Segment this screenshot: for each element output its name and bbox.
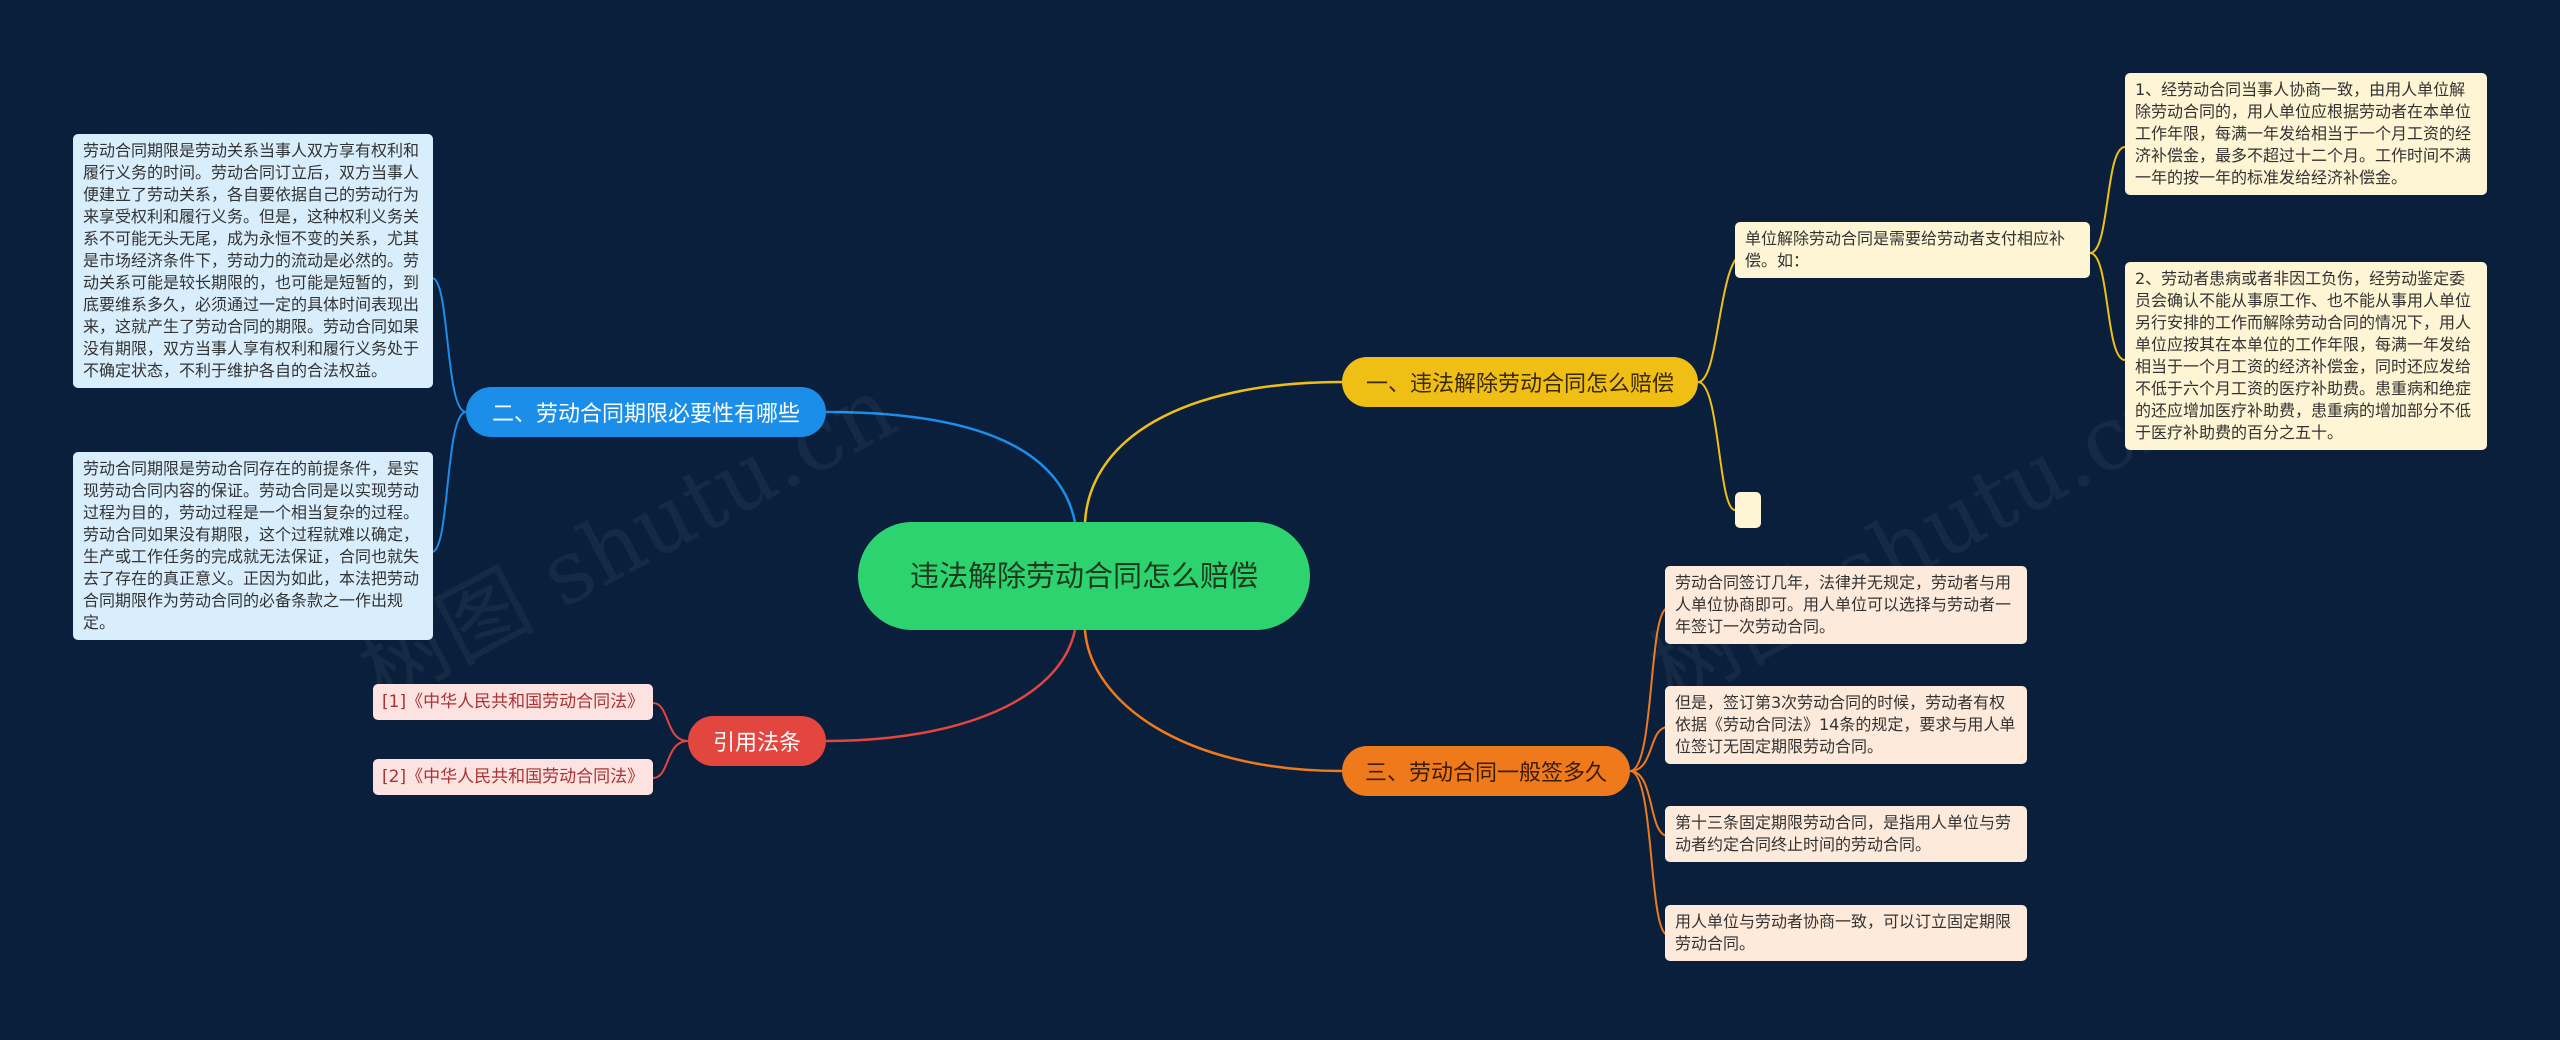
link-b4-leaf2 (652, 740, 689, 779)
leaf-compensation-1[interactable]: 1、经劳动合同当事人协商一致，由用人单位解除劳动合同的，用人单位应根据劳动者在本… (2125, 73, 2487, 195)
link-center-b3 (1083, 629, 1343, 773)
link-b2-leaf1 (431, 277, 467, 413)
branch-cited-laws[interactable]: 引用法条 (688, 716, 826, 766)
link-sub-leaf1 (2089, 146, 2126, 254)
link-b4-leaf1 (652, 702, 689, 742)
link-b1-empty (1697, 381, 1736, 511)
link-sub-leaf2 (2089, 252, 2126, 361)
branch-contract-duration[interactable]: 三、劳动合同一般签多久 (1342, 746, 1630, 796)
link-b3-leaf2 (1629, 726, 1669, 772)
link-b3-leaf4 (1629, 770, 1669, 936)
leaf-duration-4[interactable]: 用人单位与劳动者协商一致，可以订立固定期限劳动合同。 (1665, 905, 2027, 961)
link-center-b2 (825, 410, 1077, 523)
leaf-duration-3[interactable]: 第十三条固定期限劳动合同，是指用人单位与劳动者约定合同终止时间的劳动合同。 (1665, 806, 2027, 862)
leaf-duration-1[interactable]: 劳动合同签订几年，法律并无规定，劳动者与用人单位协商即可。用人单位可以选择与劳动… (1665, 566, 2027, 644)
link-b3-leaf3 (1629, 770, 1669, 837)
center-topic[interactable]: 违法解除劳动合同怎么赔偿 (858, 522, 1310, 630)
branch-compensation[interactable]: 一、违法解除劳动合同怎么赔偿 (1342, 357, 1698, 407)
sub-node-compensation-intro[interactable]: 单位解除劳动合同是需要给劳动者支付相应补偿。如： (1735, 222, 2090, 278)
leaf-cited-law-2[interactable]: [2]《中华人民共和国劳动合同法》 (373, 759, 653, 795)
leaf-cited-law-1[interactable]: [1]《中华人民共和国劳动合同法》 (373, 684, 653, 720)
leaf-compensation-2[interactable]: 2、劳动者患病或者非因工负伤，经劳动鉴定委员会确认不能从事原工作、也不能从事用人… (2125, 262, 2487, 450)
link-b2-leaf2 (431, 411, 467, 553)
leaf-term-necessity-2[interactable]: 劳动合同期限是劳动合同存在的前提条件，是实现劳动合同内容的保证。劳动合同是以实现… (73, 452, 433, 640)
link-b3-leaf1 (1629, 607, 1669, 772)
empty-node[interactable] (1735, 492, 1761, 528)
link-center-b4 (825, 629, 1077, 743)
link-center-b1 (1083, 380, 1343, 523)
branch-contract-term-necessity[interactable]: 二、劳动合同期限必要性有哪些 (466, 387, 826, 437)
leaf-term-necessity-1[interactable]: 劳动合同期限是劳动关系当事人双方享有权利和履行义务的时间。劳动合同订立后，双方当… (73, 134, 433, 388)
leaf-duration-2[interactable]: 但是，签订第3次劳动合同的时候，劳动者有权依据《劳动合同法》14条的规定，要求与… (1665, 686, 2027, 764)
